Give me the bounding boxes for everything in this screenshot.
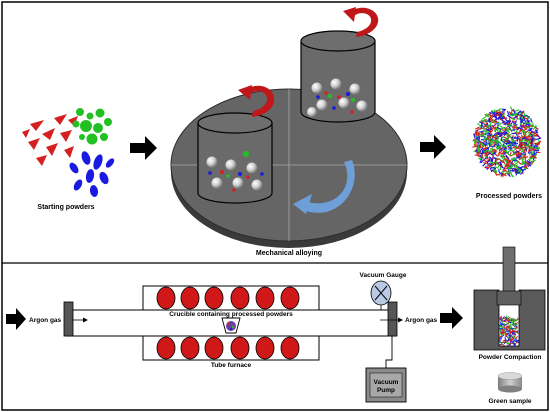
powder-compaction-label: Powder Compaction bbox=[479, 354, 542, 361]
tube-furnace-label: Tube furnace bbox=[211, 362, 252, 369]
tube-end-cap-left bbox=[63, 301, 74, 337]
milling-balls-upper bbox=[307, 78, 368, 117]
tube-end-cap-right bbox=[387, 301, 398, 337]
compaction-die bbox=[473, 246, 546, 351]
flow-arrow-3 bbox=[440, 307, 463, 329]
starting-powders-illustration bbox=[22, 108, 115, 197]
vacuum-gauge bbox=[370, 280, 392, 310]
milling-balls-lower bbox=[206, 151, 264, 192]
starting-powders-label: Starting powders bbox=[37, 204, 94, 211]
mechanical-alloying-label: Mechanical alloying bbox=[256, 250, 322, 257]
rotation-arrow-upper bbox=[343, 7, 379, 37]
crucible bbox=[221, 317, 241, 334]
vacuum-pump-label-line1: Vacuum bbox=[374, 379, 399, 386]
processed-powders-label: Processed powders bbox=[476, 193, 542, 200]
argon-inlet-arrow bbox=[6, 308, 26, 330]
curved-rotation-arrow bbox=[293, 160, 355, 214]
flow-arrow-1 bbox=[130, 136, 157, 160]
argon-inlet-flow-head bbox=[83, 317, 88, 323]
green-sample bbox=[497, 372, 523, 393]
argon-gas-in-label: Argon gas bbox=[29, 317, 62, 324]
heating-elements-top bbox=[156, 286, 300, 310]
vacuum-pump-label-line2: Pump bbox=[377, 387, 395, 394]
rotation-arrow-lower bbox=[238, 85, 275, 117]
green-sample-label: Green sample bbox=[489, 398, 532, 405]
vacuum-gauge-label: Vacuum Gauge bbox=[360, 272, 407, 279]
crucible-label: Crucible containing processed powders bbox=[169, 311, 293, 318]
processed-powders-illustration bbox=[472, 106, 542, 178]
heating-elements-bottom bbox=[156, 336, 300, 360]
argon-outlet-flow-head bbox=[398, 317, 403, 323]
vacuum-pump bbox=[365, 367, 407, 403]
vacuum-line bbox=[385, 336, 393, 368]
argon-gas-out-label: Argon gas bbox=[405, 317, 438, 324]
flow-arrow-2 bbox=[420, 135, 446, 159]
